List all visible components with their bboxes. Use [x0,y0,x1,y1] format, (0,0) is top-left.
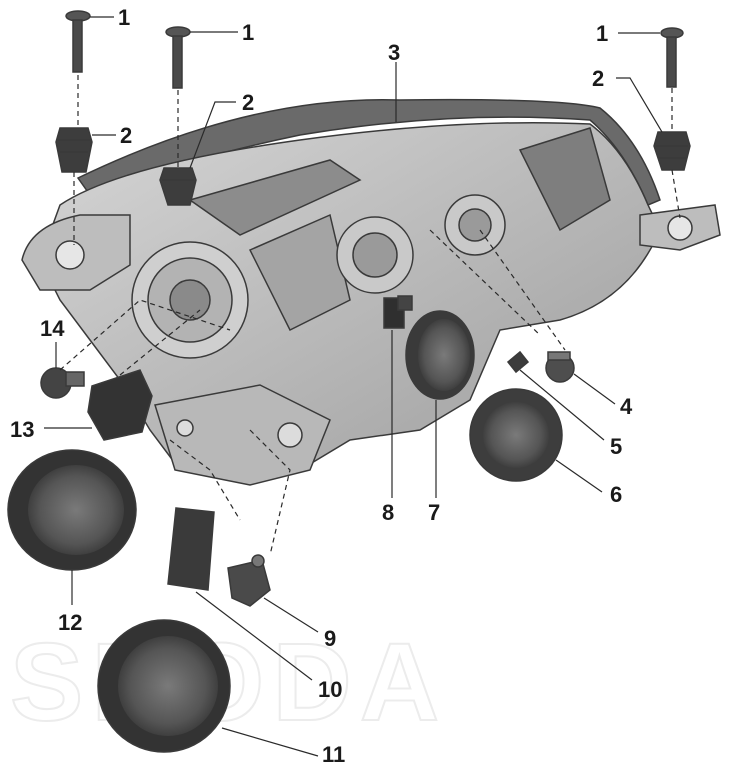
headlight-housing [21,98,721,486]
callout-12: 12 [58,610,82,635]
cover-cap-7 [405,310,475,400]
callout-1-left: 1 [118,5,130,30]
callout-5: 5 [610,434,622,459]
callout-8: 8 [382,500,394,525]
callout-9: 9 [324,626,336,651]
cover-cap-11 [97,619,231,753]
callout-14: 14 [40,316,65,341]
callout-2-left: 2 [120,123,132,148]
bulb-holder-9 [227,554,271,607]
bolt-right [660,27,684,88]
assembly-lines [59,75,681,556]
control-unit-10 [167,507,215,591]
callout-10: 10 [318,677,342,702]
bulb-holder-right [545,351,575,383]
callout-2-center: 2 [242,90,254,115]
cover-cap-12 [7,449,137,571]
leader-lines [44,16,663,757]
callout-6: 6 [610,482,622,507]
bulb-socket-8 [383,295,413,329]
callout-1-right: 1 [596,21,608,46]
bolt-center [165,26,191,89]
callout-2-right: 2 [592,66,604,91]
callout-13: 13 [10,417,34,442]
grommet-right [653,131,691,171]
bolt-left [65,10,91,73]
cover-cap-6 [469,388,563,482]
grommet-center [159,167,197,206]
actuator-13 [87,369,153,441]
grommet-left [55,127,93,173]
callout-11: 11 [322,742,345,767]
bulb-holder-14 [40,367,85,399]
callout-1-center: 1 [242,20,254,45]
callout-4: 4 [620,394,633,419]
callout-7: 7 [428,500,440,525]
small-bulb [506,350,530,374]
callout-3: 3 [388,40,400,65]
